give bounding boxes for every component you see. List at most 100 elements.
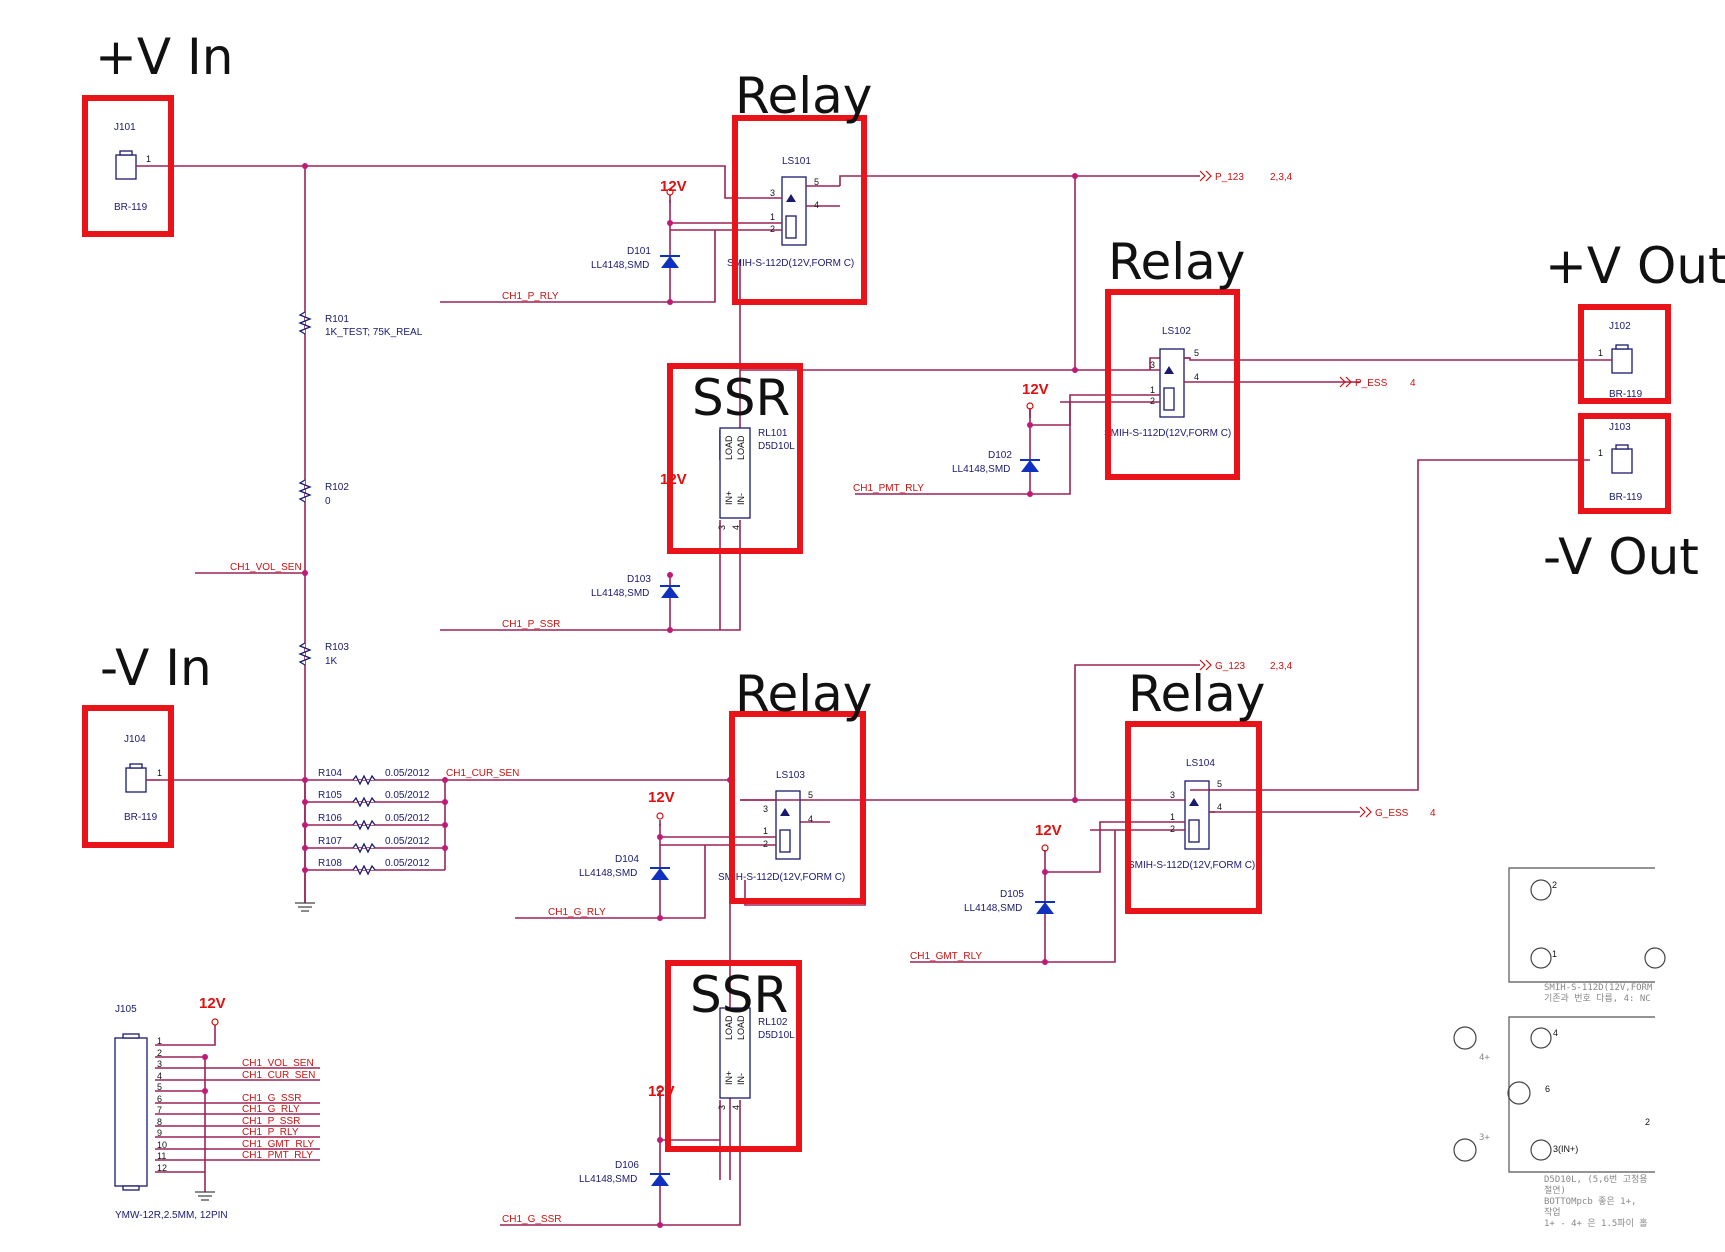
junction [302, 867, 308, 873]
d103-part: LL4148,SMD [591, 588, 649, 599]
svg-text:1: 1 [1552, 949, 1557, 959]
r108-ref: R108 [318, 858, 342, 869]
rl102-in-pos: IN+ [724, 1071, 734, 1085]
j105-pin: 9 [157, 1128, 162, 1138]
r104-ref: R104 [318, 768, 342, 779]
12v-label-ls101: 12V [660, 178, 687, 195]
net-ch1-g-rly: CH1_G_RLY [548, 907, 606, 918]
junction [302, 777, 308, 783]
net-g-123: G_123 [1215, 661, 1245, 672]
highlight-box-ssr-rl101 [667, 363, 803, 554]
highlight-box-relay-ls104 [1125, 721, 1262, 914]
r107-value: 0.05/2012 [385, 836, 430, 847]
j105-12v-label: 12V [199, 995, 226, 1012]
svg-text:2: 2 [1150, 396, 1155, 406]
svg-text:1: 1 [770, 212, 775, 222]
svg-text:1: 1 [1150, 385, 1155, 395]
svg-text:3: 3 [717, 525, 727, 530]
svg-text:3: 3 [763, 804, 768, 814]
j105-pin: 4 [157, 1071, 162, 1081]
rl101-load-1: LOAD [724, 435, 734, 460]
footprint-note-ssr-3: BOTTOMpcb 좋은 1+, [1544, 1196, 1636, 1207]
junction [1042, 959, 1048, 965]
12v-label-ls102: 12V [1022, 381, 1049, 398]
junction [442, 799, 448, 805]
connector-j102: 1 J102 BR-119 [1590, 321, 1643, 400]
j105-pin: 6 [157, 1094, 162, 1104]
junction [657, 1222, 663, 1228]
net-p-ess-sheet: 4 [1410, 378, 1416, 389]
annotation-v-in-neg: -V In [100, 639, 212, 697]
12v-label-rl101: 12V [660, 471, 687, 488]
svg-text:3: 3 [1170, 790, 1175, 800]
j105-pin: 7 [157, 1105, 162, 1115]
r108-value: 0.05/2012 [385, 858, 430, 869]
svg-text:2: 2 [1645, 1117, 1650, 1127]
footprint-sketch: 2 1 SMIH-S-112D(12V,FORM 기존과 번호 다름, 4: N… [1453, 867, 1666, 1229]
svg-text:4: 4 [808, 814, 813, 824]
junction [667, 220, 673, 226]
r106-value: 0.05/2012 [385, 813, 430, 824]
d101-part: LL4148,SMD [591, 260, 649, 271]
annotations: +V In -V In +V Out -V Out Relay Relay Re… [95, 28, 1725, 1024]
footprint-pin-3p: 3+ [1479, 1133, 1490, 1143]
net-labels: CH1_P_RLY CH1_PMT_RLY CH1_VOL_SEN CH1_P_… [230, 170, 1436, 1225]
diode-d104: D104 LL4148,SMD [579, 854, 670, 880]
r106-ref: R106 [318, 813, 342, 824]
ls101-ref: LS101 [782, 156, 811, 167]
j104-ref: J104 [124, 734, 146, 745]
connector-j104: 1 J104 BR-119 [124, 734, 162, 823]
j105-net: CH1_G_SSR [242, 1093, 301, 1104]
junction [1027, 491, 1033, 497]
connector-j101: 1 J101 BR-119 [114, 122, 160, 213]
ls101-part: SMIH-S-112D(12V,FORM C) [727, 258, 854, 269]
net-ch1-p-ssr: CH1_P_SSR [502, 619, 560, 630]
svg-text:4: 4 [1217, 802, 1222, 812]
svg-text:5: 5 [1217, 779, 1222, 789]
footprint-note-ssr-4: 작업 [1544, 1207, 1561, 1218]
relay-ls102: 5 4 3 1 2 LS102 SMIH-S-112D(12V,FORM C) [1104, 326, 1231, 439]
net-p-ess: P_ESS [1355, 378, 1388, 389]
shunt-bank: R104 0.05/2012 R105 0.05/2012 R106 0.05/… [295, 768, 430, 912]
svg-text:4: 4 [731, 1105, 741, 1110]
resistor-r103: R103 1K [298, 642, 349, 667]
r102-ref: R102 [325, 482, 349, 493]
d104-part: LL4148,SMD [579, 868, 637, 879]
junction [442, 777, 448, 783]
svg-text:3: 3 [717, 1105, 727, 1110]
j105-net: CH1_G_RLY [242, 1104, 300, 1115]
j105-pin: 12 [157, 1163, 167, 1173]
j105-net: CH1_CUR_SEN [242, 1070, 315, 1081]
annotation-relay-ls103: Relay [735, 665, 872, 723]
ls103-ref: LS103 [776, 770, 805, 781]
j105-pin: 2 [157, 1048, 162, 1058]
ls102-ref: LS102 [1162, 326, 1191, 337]
net-ch1-cur-sen: CH1_CUR_SEN [446, 768, 519, 779]
footprint-note-ssr-2: 절연) [1544, 1184, 1566, 1196]
annotation-v-out-neg: -V Out [1543, 528, 1699, 586]
junction [302, 799, 308, 805]
j105-pin: 5 [157, 1082, 162, 1092]
junction [667, 572, 673, 578]
relay-ls103: 5 4 3 1 2 LS103 SMIH-S-112D(12V,FORM C) [718, 770, 845, 883]
j105-ref: J105 [115, 1004, 137, 1015]
net-ch1-g-ssr: CH1_G_SSR [502, 1214, 561, 1225]
net-ch1-pmt-rly: CH1_PMT_RLY [853, 483, 924, 494]
ssr-rl102: LOAD LOAD IN+ IN- 3 4 RL102 D5D10L [717, 1007, 795, 1110]
annotation-ssr-rl101: SSR [692, 369, 790, 427]
junction [442, 845, 448, 851]
d102-ref: D102 [988, 450, 1012, 461]
svg-text:2: 2 [1552, 880, 1557, 890]
footprint-ssr-pin-label: 3(IN+) [1553, 1144, 1578, 1154]
j103-part: BR-119 [1609, 492, 1643, 503]
net-ch1-vol-sen: CH1_VOL_SEN [230, 562, 302, 573]
r105-ref: R105 [318, 790, 342, 801]
wires [155, 165, 1590, 1226]
relay-ls101: 5 4 3 1 2 LS101 SMIH-S-112D(12V,FORM C) [727, 156, 854, 269]
highlight-box-v-out-neg [1578, 413, 1671, 514]
highlight-box-v-out-pos [1578, 304, 1671, 404]
diode-d102: D102 LL4148,SMD [952, 450, 1040, 475]
r101-value: 1K_TEST; 75K_REAL [325, 327, 423, 338]
j105-net: CH1_VOL_SEN [242, 1058, 314, 1069]
